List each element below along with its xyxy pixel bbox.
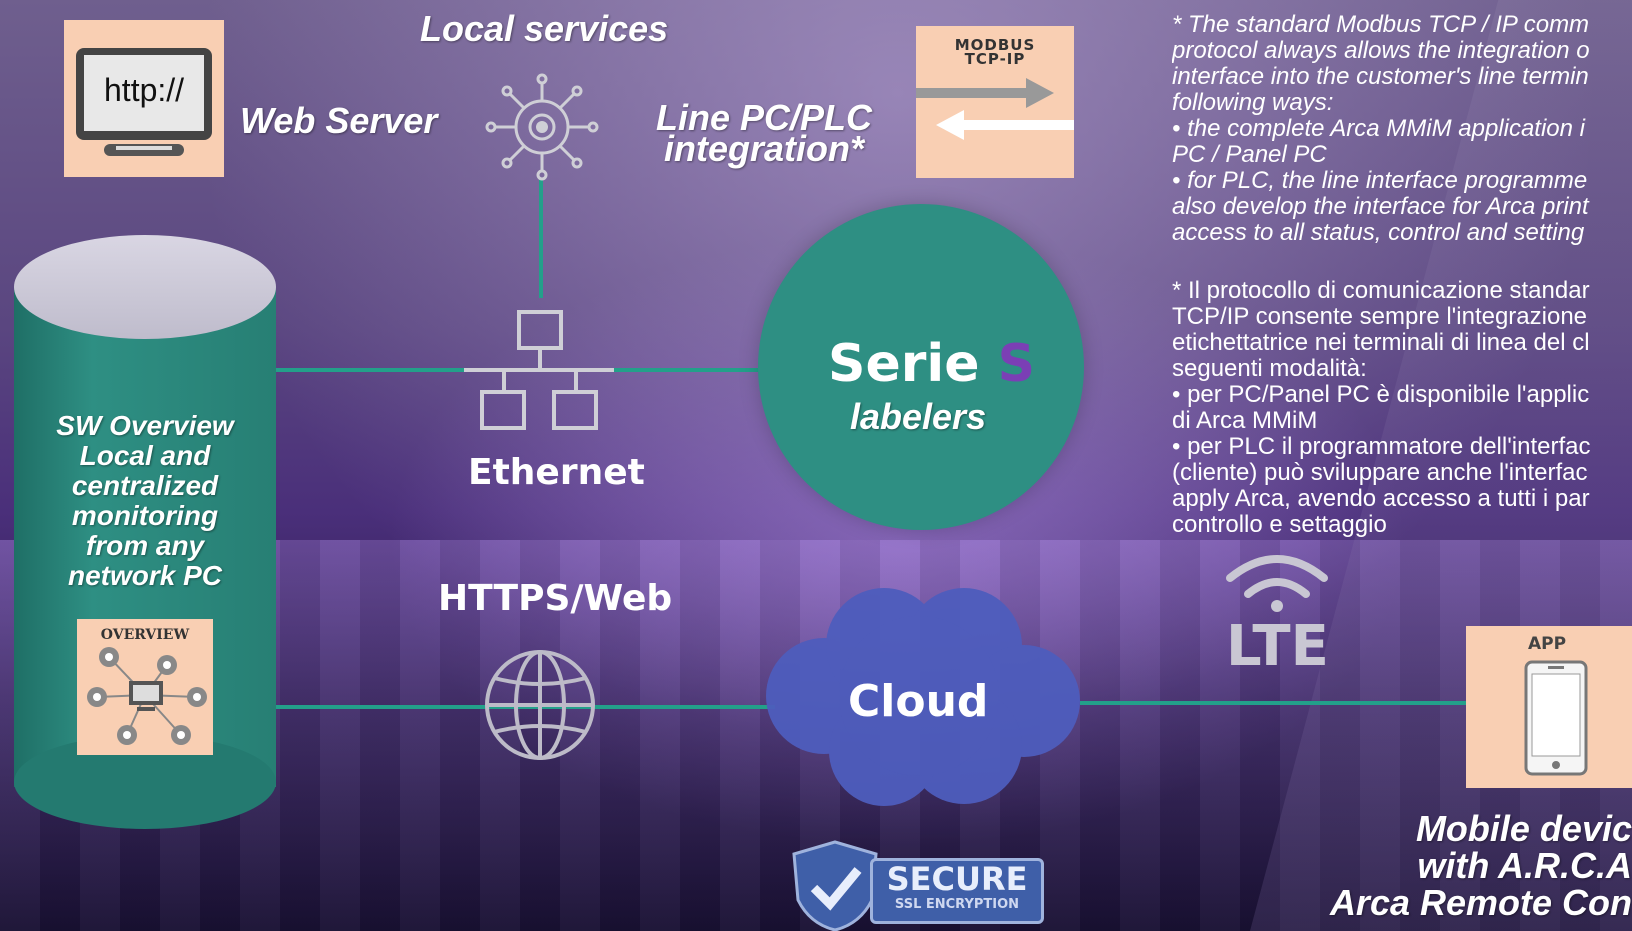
overview-line: centralized bbox=[71, 470, 219, 501]
serie-title: Serie S bbox=[828, 334, 1035, 394]
web-server-box[interactable]: http:// bbox=[64, 20, 224, 177]
labelers-label: labelers bbox=[850, 396, 987, 437]
note-line: • the complete Arca MMiM application i bbox=[1172, 115, 1586, 142]
wifi-signal-icon bbox=[1226, 555, 1328, 612]
serie-word: Serie bbox=[828, 334, 980, 394]
app-label: APP bbox=[1528, 634, 1567, 654]
note-line: • for PLC, the line interface programme bbox=[1172, 167, 1588, 194]
note-line: (cliente) può sviluppare anche l'interfa… bbox=[1172, 459, 1588, 486]
overview-network-icon bbox=[87, 647, 207, 745]
note-line: TCP/IP consente sempre l'integrazione bbox=[1172, 303, 1588, 330]
plc-integration-label: Line PC/PLC integration* bbox=[648, 97, 880, 169]
mobile-line2: with A.R.C.A bbox=[1417, 845, 1632, 886]
modbus-box[interactable]: MODBUS TCP-IP bbox=[916, 26, 1074, 178]
web-server-label: Web Server bbox=[240, 100, 438, 141]
note-line: di Arca MMiM bbox=[1172, 407, 1318, 434]
modbus-label-line1: MODBUS bbox=[954, 36, 1036, 54]
note-line: * Il protocollo di comunicazione standar bbox=[1172, 278, 1590, 304]
note-line: protocol always allows the integration o bbox=[1172, 37, 1590, 64]
monitor-icon bbox=[76, 48, 212, 156]
app-box[interactable]: APP bbox=[1466, 626, 1632, 788]
overview-line: monitoring bbox=[71, 500, 219, 531]
ethernet-label: Ethernet bbox=[468, 452, 645, 493]
note-line: also develop the interface for Arca prin… bbox=[1172, 193, 1589, 220]
modbus-label-line2: TCP-IP bbox=[964, 50, 1026, 68]
serie-s-circle[interactable]: Serie S labelers bbox=[758, 204, 1084, 530]
overview-line: Local and bbox=[79, 440, 211, 471]
plc-label-line2: integration* bbox=[663, 128, 864, 169]
mobile-line3: Arca Remote Con bbox=[1329, 882, 1632, 923]
note-line: etichettatrice nei terminali di linea de… bbox=[1172, 329, 1590, 356]
lte-label: LTE bbox=[1226, 614, 1329, 679]
notes-english: * The standard Modbus TCP / IP comm prot… bbox=[1172, 12, 1632, 246]
local-services-title: Local services bbox=[420, 8, 669, 49]
database-cylinder[interactable]: SW Overview Local and centralized monito… bbox=[14, 235, 276, 829]
http-screen-text: http:// bbox=[104, 72, 185, 108]
ethernet-network-icon bbox=[464, 310, 614, 430]
plc-label-line1: Line PC/PLC bbox=[655, 97, 873, 138]
note-line: • per PC/Panel PC è disponibile l'applic bbox=[1172, 381, 1590, 408]
mobile-link-line bbox=[1080, 701, 1470, 705]
overview-line: from any bbox=[85, 530, 205, 561]
note-line: controllo e settaggio bbox=[1172, 511, 1387, 538]
mobile-caption: Mobile devic with A.R.C.A Arca Remote Co… bbox=[1316, 810, 1632, 921]
mobile-line1: Mobile devic bbox=[1415, 808, 1632, 849]
overview-line: SW Overview bbox=[56, 410, 234, 441]
cylinder-top bbox=[14, 235, 276, 339]
shield-check-icon bbox=[792, 840, 878, 931]
note-line: • per PLC il programmatore dell'interfac bbox=[1172, 433, 1591, 460]
note-line: apply Arca, avendo accesso a tutti i par bbox=[1172, 485, 1590, 512]
overview-box-label: OVERVIEW bbox=[100, 627, 190, 643]
note-line: seguenti modalità: bbox=[1172, 355, 1367, 382]
note-line: access to all status, control and settin… bbox=[1172, 219, 1585, 246]
note-line: following ways: bbox=[1172, 89, 1334, 116]
vertical-link-line bbox=[539, 178, 543, 298]
cloud-shape[interactable] bbox=[754, 586, 1084, 808]
note-line: * The standard Modbus TCP / IP comm bbox=[1172, 12, 1590, 38]
overview-line: network PC bbox=[67, 560, 223, 591]
exchange-arrows-icon bbox=[916, 78, 1074, 140]
secure-plate: SECURE SSL ENCRYPTION bbox=[870, 858, 1044, 924]
overview-description: SW Overview Local and centralized monito… bbox=[14, 411, 276, 591]
smartphone-icon bbox=[1524, 660, 1588, 776]
note-line: PC / Panel PC bbox=[1172, 141, 1327, 168]
secure-badge: SECURE SSL ENCRYPTION bbox=[790, 840, 1052, 931]
gear-network-icon bbox=[485, 73, 599, 181]
ssl-label: SSL ENCRYPTION bbox=[894, 897, 1020, 912]
cloud-label: Cloud bbox=[848, 676, 989, 727]
notes-italian: * Il protocollo di comunicazione standar… bbox=[1172, 278, 1632, 538]
note-line: interface into the customer's line termi… bbox=[1172, 63, 1589, 90]
secure-label: SECURE bbox=[886, 860, 1028, 898]
globe-icon bbox=[485, 650, 595, 760]
https-web-label: HTTPS/Web bbox=[438, 578, 673, 619]
overview-box[interactable]: OVERVIEW bbox=[77, 619, 213, 755]
serie-letter: S bbox=[997, 334, 1036, 394]
